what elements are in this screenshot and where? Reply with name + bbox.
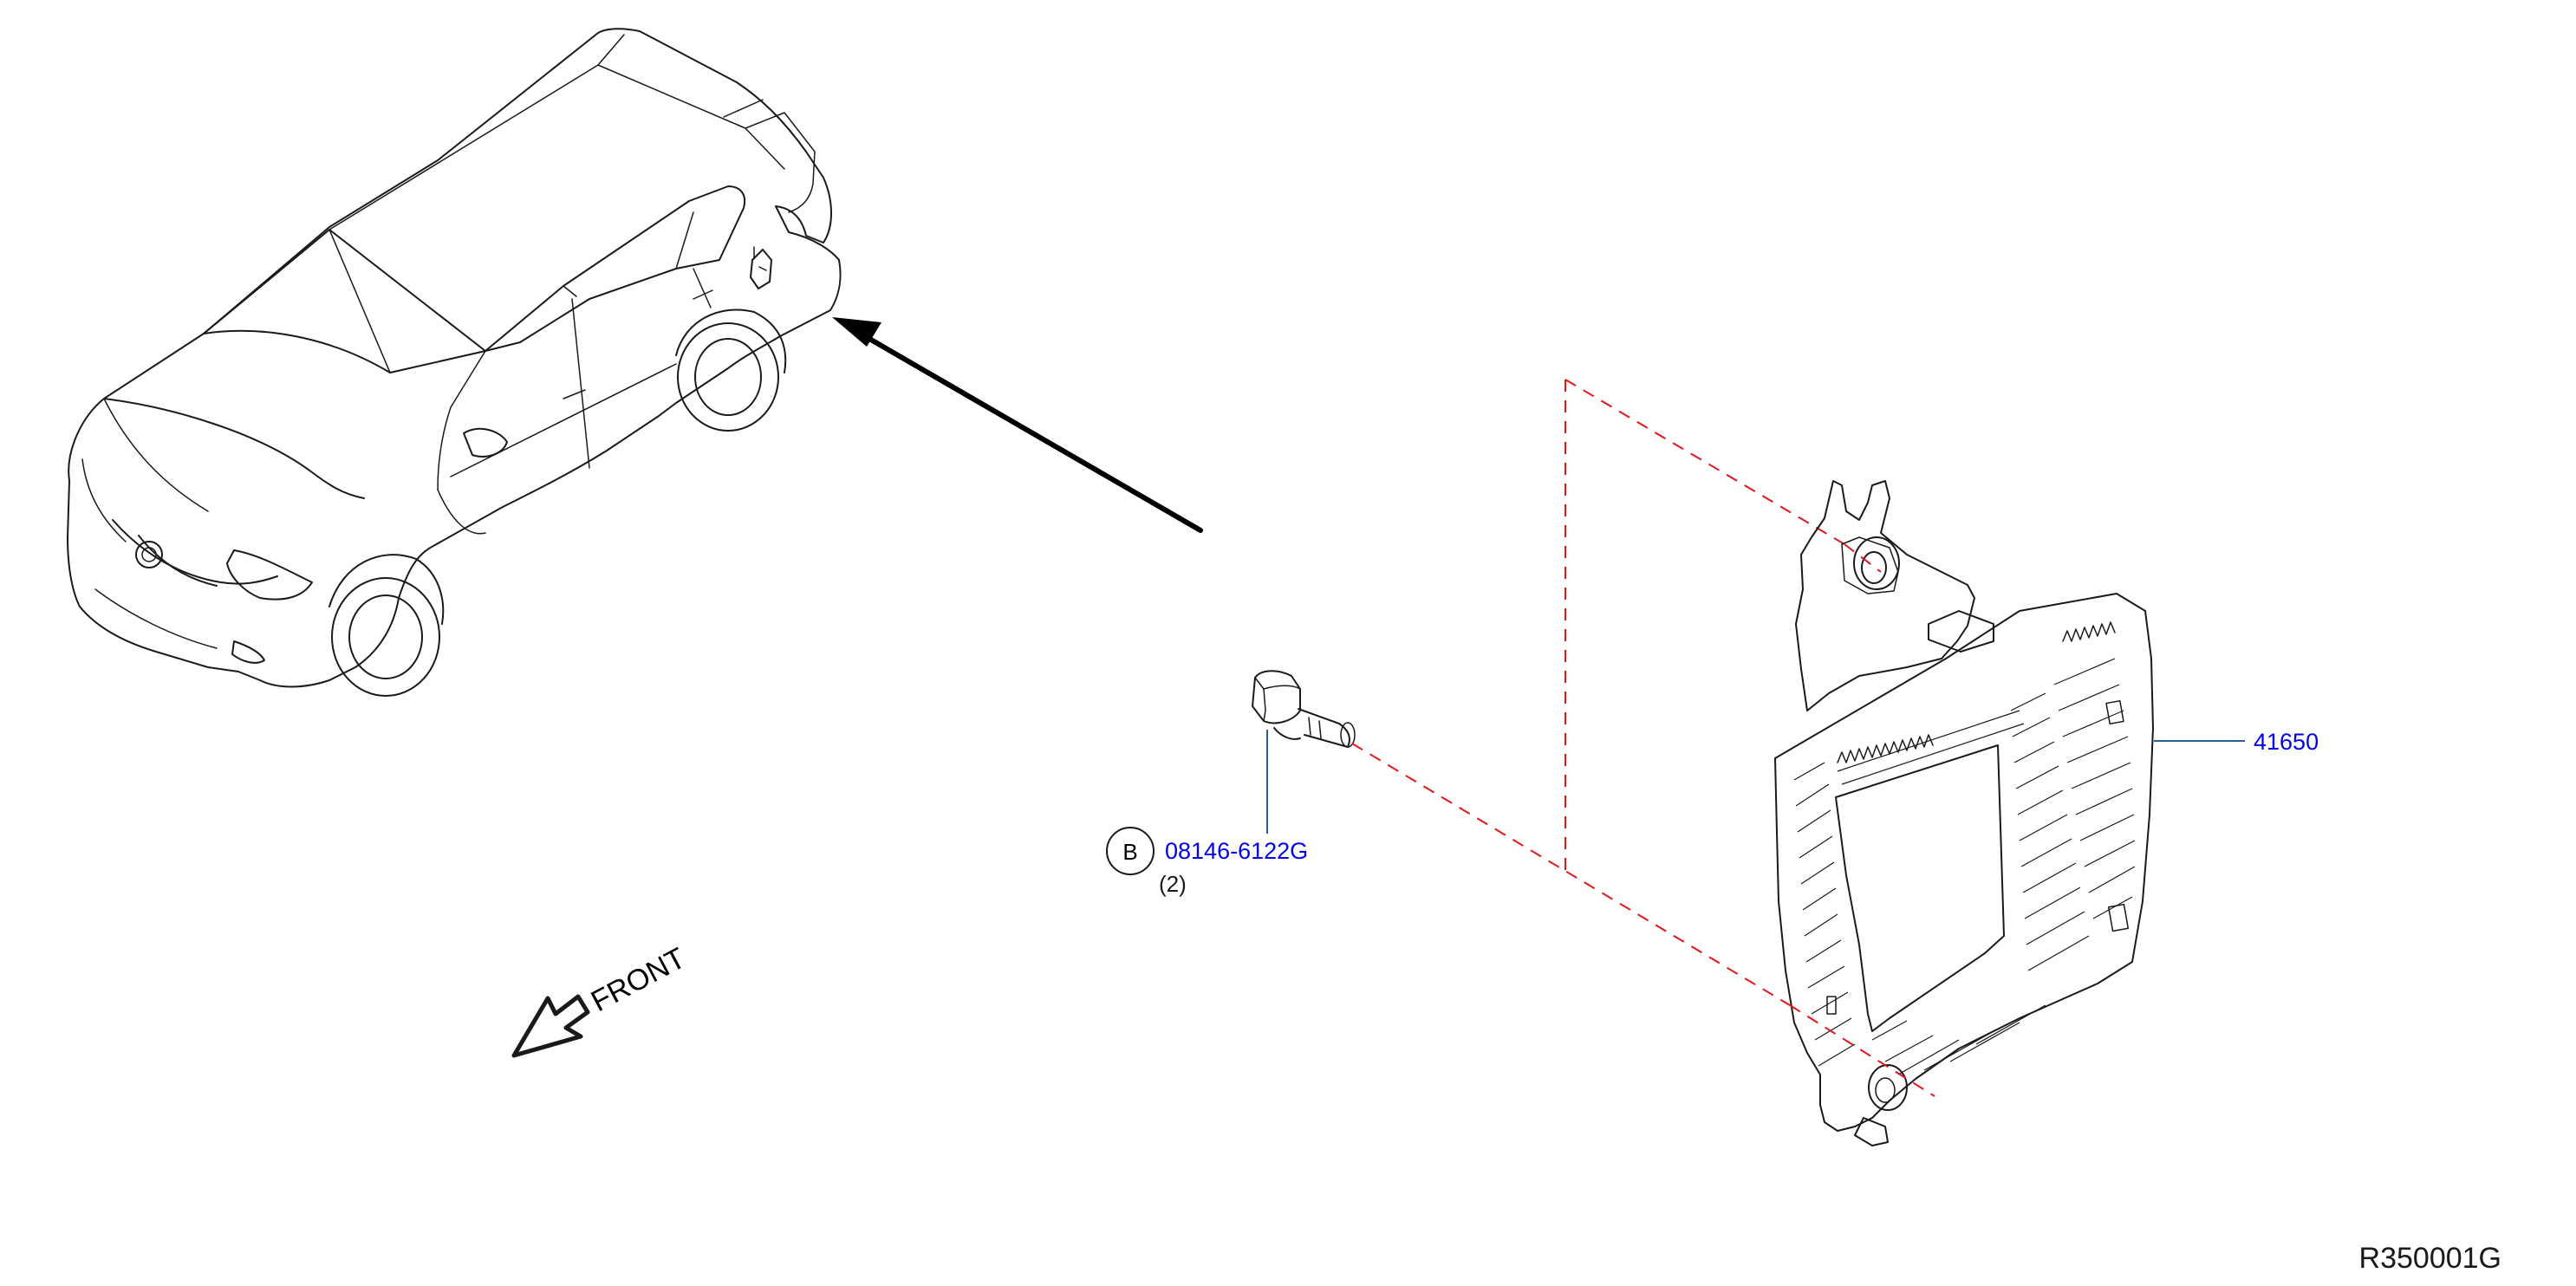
front-arrow-icon [511,994,590,1058]
bolt-quantity: (2) [1159,871,1187,897]
bolt-part [1252,670,1356,748]
unit-part-number-link[interactable]: 41650 [2254,729,2319,755]
ref-letter: B [1122,839,1137,865]
ref-letter-circle [1106,827,1155,875]
front-label: FRONT [586,942,691,1019]
front-direction-indicator: FRONT [511,942,691,1058]
bolt-callout: B 08146-6122G (2) [1106,827,1308,897]
location-arrow [832,317,1203,533]
figure-code: R350001G [2359,1242,2501,1275]
perforation-pattern [1793,658,2136,1075]
vehicle-illustration [67,28,842,697]
control-unit-part [1774,480,2154,1146]
bolt-part-number-link[interactable]: 08146-6122G [1165,838,1308,864]
